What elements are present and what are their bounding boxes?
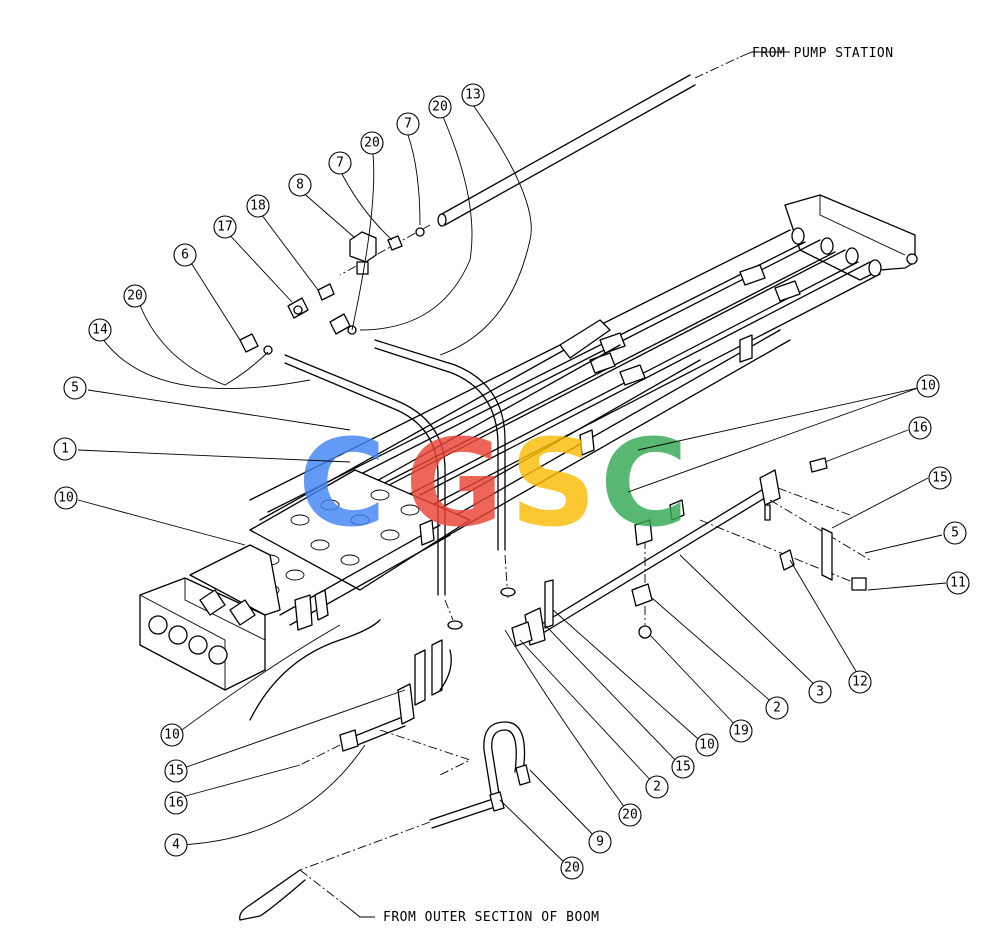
svg-text:7: 7 [404,117,412,132]
callout-16: 16 [908,416,932,440]
svg-text:10: 10 [164,728,180,743]
svg-text:1: 1 [61,442,69,457]
callout-18: 18 [246,194,270,218]
svg-text:19: 19 [733,724,749,739]
svg-text:G: G [405,415,504,554]
svg-text:C: C [298,415,386,554]
callout-1: 1 [53,437,77,461]
from-outer-section-label: FROM OUTER SECTION OF BOOM [383,910,600,925]
callout-15: 15 [671,755,695,779]
svg-text:6: 6 [181,248,189,263]
boom-frame [139,194,918,721]
svg-text:2: 2 [653,780,661,795]
callout-6: 6 [173,243,197,267]
leader-lines [77,104,947,869]
svg-text:12: 12 [852,675,868,690]
svg-text:16: 16 [912,421,928,436]
svg-text:20: 20 [364,136,380,151]
supply-pipe [339,56,741,276]
callout-20: 20 [428,95,452,119]
svg-text:18: 18 [250,199,266,214]
svg-text:14: 14 [92,323,108,338]
callout-16: 16 [164,791,188,815]
svg-text:9: 9 [596,835,604,850]
svg-text:20: 20 [564,861,580,876]
svg-text:11: 11 [950,576,966,591]
callout-10: 10 [916,374,940,398]
callout-13: 13 [461,83,485,107]
callout-10: 10 [54,486,78,510]
callout-15: 15 [164,759,188,783]
callout-10: 10 [695,733,719,757]
watermark: C G S C [298,415,688,554]
callout-8: 8 [288,173,312,197]
svg-text:10: 10 [58,491,74,506]
callout-20: 20 [618,803,642,827]
svg-text:17: 17 [217,220,233,235]
callout-5: 5 [63,376,87,400]
callout-4: 4 [164,833,188,857]
from-pump-station-label: FROM PUMP STATION [752,46,894,61]
callout-14: 14 [88,318,112,342]
label-from-outer: FROM OUTER SECTION OF BOOM [344,904,600,925]
svg-text:5: 5 [951,526,959,541]
svg-text:13: 13 [465,88,481,103]
callout-2: 2 [765,696,789,720]
bent-pipes [284,339,516,630]
callout-bubbles: 13 20 7 20 7 8 18 17 6 20 14 5 1 10 10 1… [53,83,970,880]
svg-text:5: 5 [71,381,79,396]
callout-2: 2 [645,775,669,799]
callout-19: 19 [729,719,753,743]
svg-text:7: 7 [336,156,344,171]
svg-text:20: 20 [127,289,143,304]
callout-3: 3 [808,680,832,704]
callout-9: 9 [588,830,612,854]
svg-text:10: 10 [699,738,715,753]
svg-text:20: 20 [622,808,638,823]
callout-20: 20 [360,131,384,155]
callout-11: 11 [946,571,970,595]
callout-20: 20 [560,856,584,880]
callout-7: 7 [396,112,420,136]
svg-text:3: 3 [816,685,824,700]
side-pipe [511,457,871,647]
callout-20: 20 [123,284,147,308]
valve-fittings [239,227,425,355]
callout-15: 15 [928,466,952,490]
svg-text:2: 2 [773,701,781,716]
callout-7: 7 [328,151,352,175]
svg-text:C: C [600,415,688,554]
svg-text:10: 10 [920,379,936,394]
callout-12: 12 [848,670,872,694]
svg-text:15: 15 [675,760,691,775]
callout-10: 10 [160,723,184,747]
svg-text:15: 15 [168,764,184,779]
callout-5: 5 [943,521,967,545]
svg-text:4: 4 [172,838,180,853]
svg-text:S: S [510,415,596,554]
svg-text:20: 20 [432,100,448,115]
lower-fittings [239,639,531,921]
svg-text:8: 8 [296,178,304,193]
svg-text:16: 16 [168,796,184,811]
label-from-pump: FROM PUMP STATION [739,46,894,61]
callout-17: 17 [213,215,237,239]
svg-text:15: 15 [932,471,948,486]
